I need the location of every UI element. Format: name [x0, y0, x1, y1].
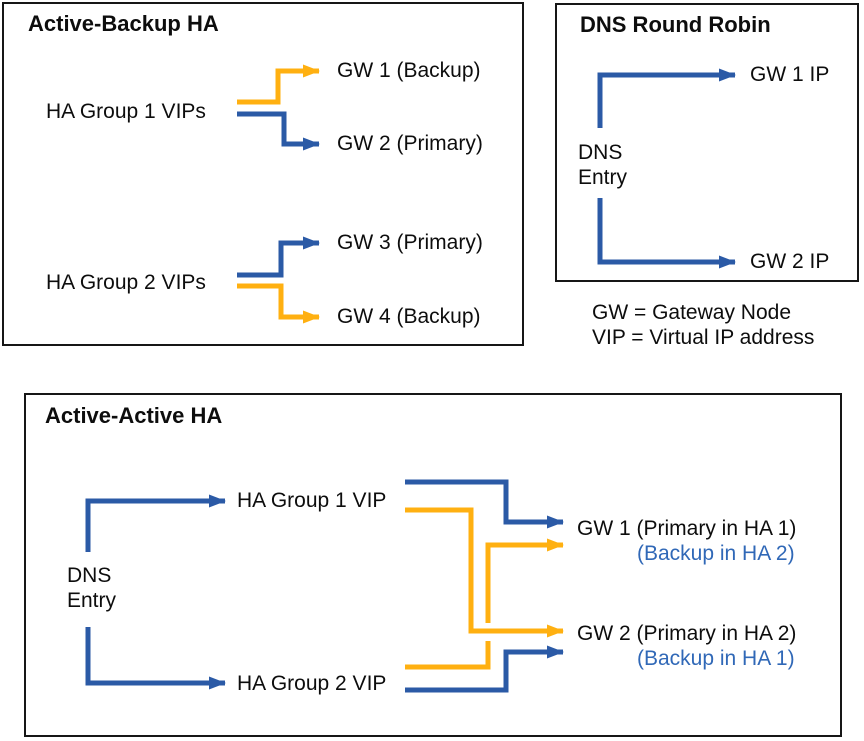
- dns-entry-label: DNS Entry: [578, 140, 627, 190]
- gw2-backup-ha1-label: (Backup in HA 1): [637, 647, 795, 670]
- ha-group-2-vips-label: HA Group 2 VIPs: [46, 271, 206, 294]
- dns-entry-label-active-active: DNS Entry: [67, 563, 116, 613]
- dns-round-robin-title: DNS Round Robin: [580, 12, 771, 37]
- gw1-ip-label: GW 1 IP: [750, 63, 830, 86]
- gw1-primary-ha1-label: GW 1 (Primary in HA 1): [577, 517, 797, 540]
- ha-group-2-vip-label: HA Group 2 VIP: [237, 672, 387, 695]
- gw2-primary-ha2-label: GW 2 (Primary in HA 2): [577, 622, 797, 645]
- gw3-primary-label: GW 3 (Primary): [337, 231, 483, 254]
- gw1-backup-label: GW 1 (Backup): [337, 59, 481, 82]
- legend-gw-definition: GW = Gateway Node: [592, 301, 791, 324]
- gw1-backup-ha2-label: (Backup in HA 2): [637, 542, 795, 565]
- dns-entry-line2: Entry: [578, 166, 628, 189]
- dns-entry-line1: DNS: [578, 141, 623, 164]
- gw2-primary-label: GW 2 (Primary): [337, 132, 483, 155]
- ha-group-1-vips-label: HA Group 1 VIPs: [46, 100, 206, 123]
- dns-entry-aa-line1: DNS: [67, 564, 112, 587]
- gw2-ip-label: GW 2 IP: [750, 250, 830, 273]
- active-backup-title: Active-Backup HA: [28, 11, 219, 36]
- gw4-backup-label: GW 4 (Backup): [337, 305, 481, 328]
- legend-vip-definition: VIP = Virtual IP address: [592, 326, 815, 349]
- active-active-title: Active-Active HA: [45, 403, 223, 428]
- ha-group-1-vip-label: HA Group 1 VIP: [237, 489, 387, 512]
- dns-entry-aa-line2: Entry: [67, 589, 117, 612]
